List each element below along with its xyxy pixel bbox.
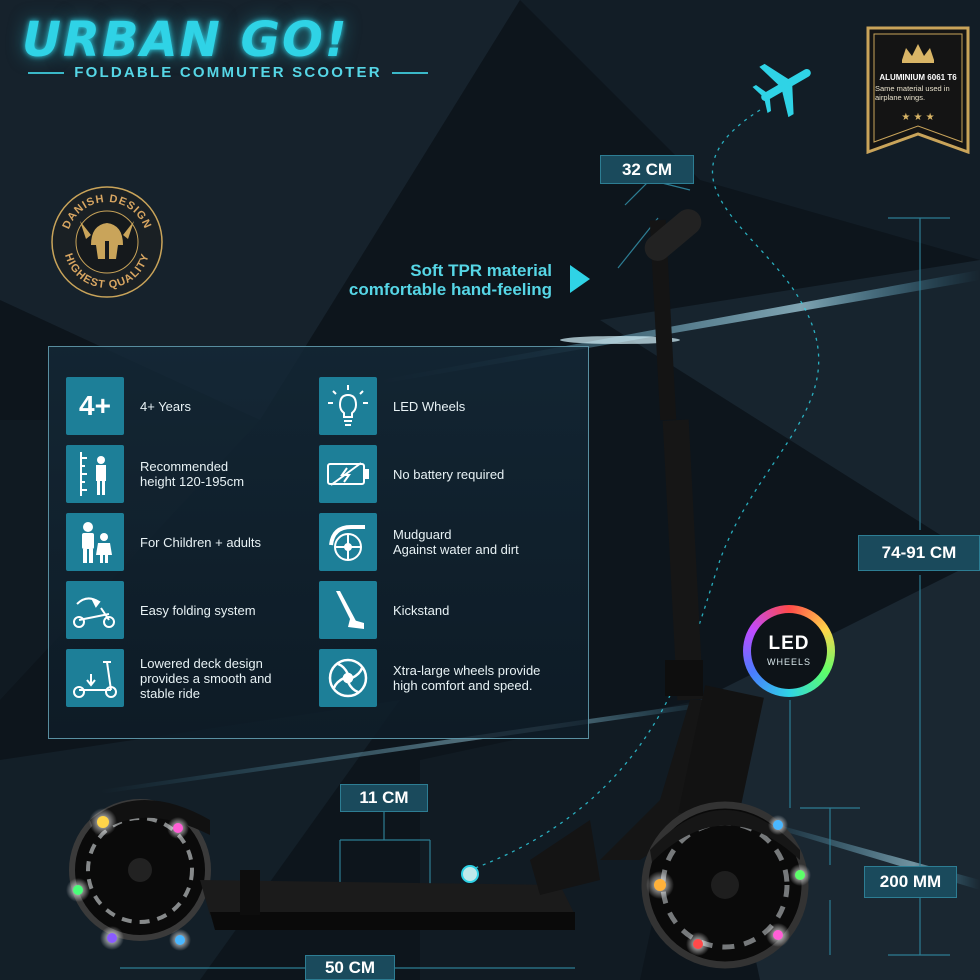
subtitle-line-left bbox=[28, 71, 65, 74]
features-panel: 4+ 4+ Years Recommended height 120-195cm… bbox=[48, 346, 589, 739]
feature-label: Xtra-large wheels provide high comfort a… bbox=[393, 663, 541, 693]
front-wheel bbox=[641, 801, 809, 969]
dim-deck-width: 11 CM bbox=[340, 784, 428, 812]
led-sparkles bbox=[66, 808, 811, 956]
led-badge-title: LED bbox=[768, 633, 810, 654]
subtitle-text: FOLDABLE COMMUTER SCOOTER bbox=[74, 64, 382, 81]
feature-label: Easy folding system bbox=[140, 602, 256, 618]
feature-label: 4+ Years bbox=[140, 398, 191, 414]
dim-wheel-size: 200 MM bbox=[864, 866, 957, 898]
no-battery-icon bbox=[319, 445, 377, 503]
subtitle-line-right bbox=[391, 71, 428, 74]
feature-family: For Children + adults bbox=[66, 513, 261, 571]
feature-label: Kickstand bbox=[393, 602, 450, 618]
material-badge: ★ ★ ★ ALUMINIUM 6061 T6 Same material us… bbox=[866, 26, 970, 155]
feature-lowered-deck: Lowered deck design provides a smooth an… bbox=[66, 649, 272, 707]
feature-label: LED Wheels bbox=[393, 398, 466, 414]
feature-label: Lowered deck design provides a smooth an… bbox=[140, 655, 272, 701]
large-wheel-icon bbox=[319, 649, 377, 707]
family-icon bbox=[66, 513, 124, 571]
age-4plus-icon: 4+ bbox=[66, 377, 124, 435]
grip-callout-line2: comfortable hand-feeling bbox=[348, 280, 552, 299]
feature-label: Mudguard Against water and dirt bbox=[393, 527, 519, 557]
brand-subtitle: FOLDABLE COMMUTER SCOOTER bbox=[28, 64, 428, 81]
deck bbox=[200, 820, 600, 930]
play-arrow-icon bbox=[570, 265, 590, 293]
led-badge-sub: WHEELS bbox=[766, 657, 811, 667]
led-bulb-icon bbox=[319, 377, 377, 435]
dim-handlebar-width: 32 CM bbox=[600, 155, 694, 184]
feature-label: Recommended height 120-195cm bbox=[140, 459, 245, 489]
dim-deck-length: 50 CM bbox=[305, 955, 395, 980]
mudguard-icon bbox=[319, 513, 377, 571]
brand-title: URBAN GO! bbox=[22, 12, 349, 68]
feature-age: 4+ 4+ Years bbox=[66, 377, 191, 435]
feature-label: For Children + adults bbox=[140, 534, 262, 550]
feature-large-wheels: Xtra-large wheels provide high comfort a… bbox=[319, 649, 540, 707]
height-ruler-icon bbox=[66, 445, 124, 503]
steering-column bbox=[600, 209, 764, 860]
led-ring-inner bbox=[751, 613, 827, 689]
feature-label: No battery required bbox=[393, 466, 505, 482]
crown-icon bbox=[902, 44, 934, 63]
svg-text:★ ★ ★: ★ ★ ★ bbox=[901, 112, 934, 123]
kickstand-icon bbox=[319, 581, 377, 639]
dim-height-range: 74-91 CM bbox=[858, 535, 980, 571]
airplane-icon bbox=[752, 63, 811, 118]
badge-title: ALUMINIUM 6061 T6 bbox=[879, 73, 957, 82]
danish-design-seal: DANISH DESIGN HIGHEST QUALITY bbox=[51, 186, 163, 298]
folding-scooter-icon bbox=[66, 581, 124, 639]
grip-callout-line1: Soft TPR material bbox=[410, 261, 552, 280]
lowered-deck-icon bbox=[66, 649, 124, 707]
feature-led: LED Wheels bbox=[319, 377, 465, 435]
feature-folding: Easy folding system bbox=[66, 581, 256, 639]
badge-frame: ★ ★ ★ bbox=[866, 26, 970, 155]
badge-note: Same material used in airplane wings. bbox=[875, 84, 950, 102]
feature-no-battery: No battery required bbox=[319, 445, 504, 503]
dimension-guides bbox=[120, 179, 950, 969]
viking-helmet-icon bbox=[80, 221, 134, 259]
feature-height: Recommended height 120-195cm bbox=[66, 445, 244, 503]
grip-callout: Soft TPR material comfortable hand-feeli… bbox=[290, 261, 552, 299]
feature-mudguard: Mudguard Against water and dirt bbox=[319, 513, 519, 571]
feature-kickstand: Kickstand bbox=[319, 581, 449, 639]
